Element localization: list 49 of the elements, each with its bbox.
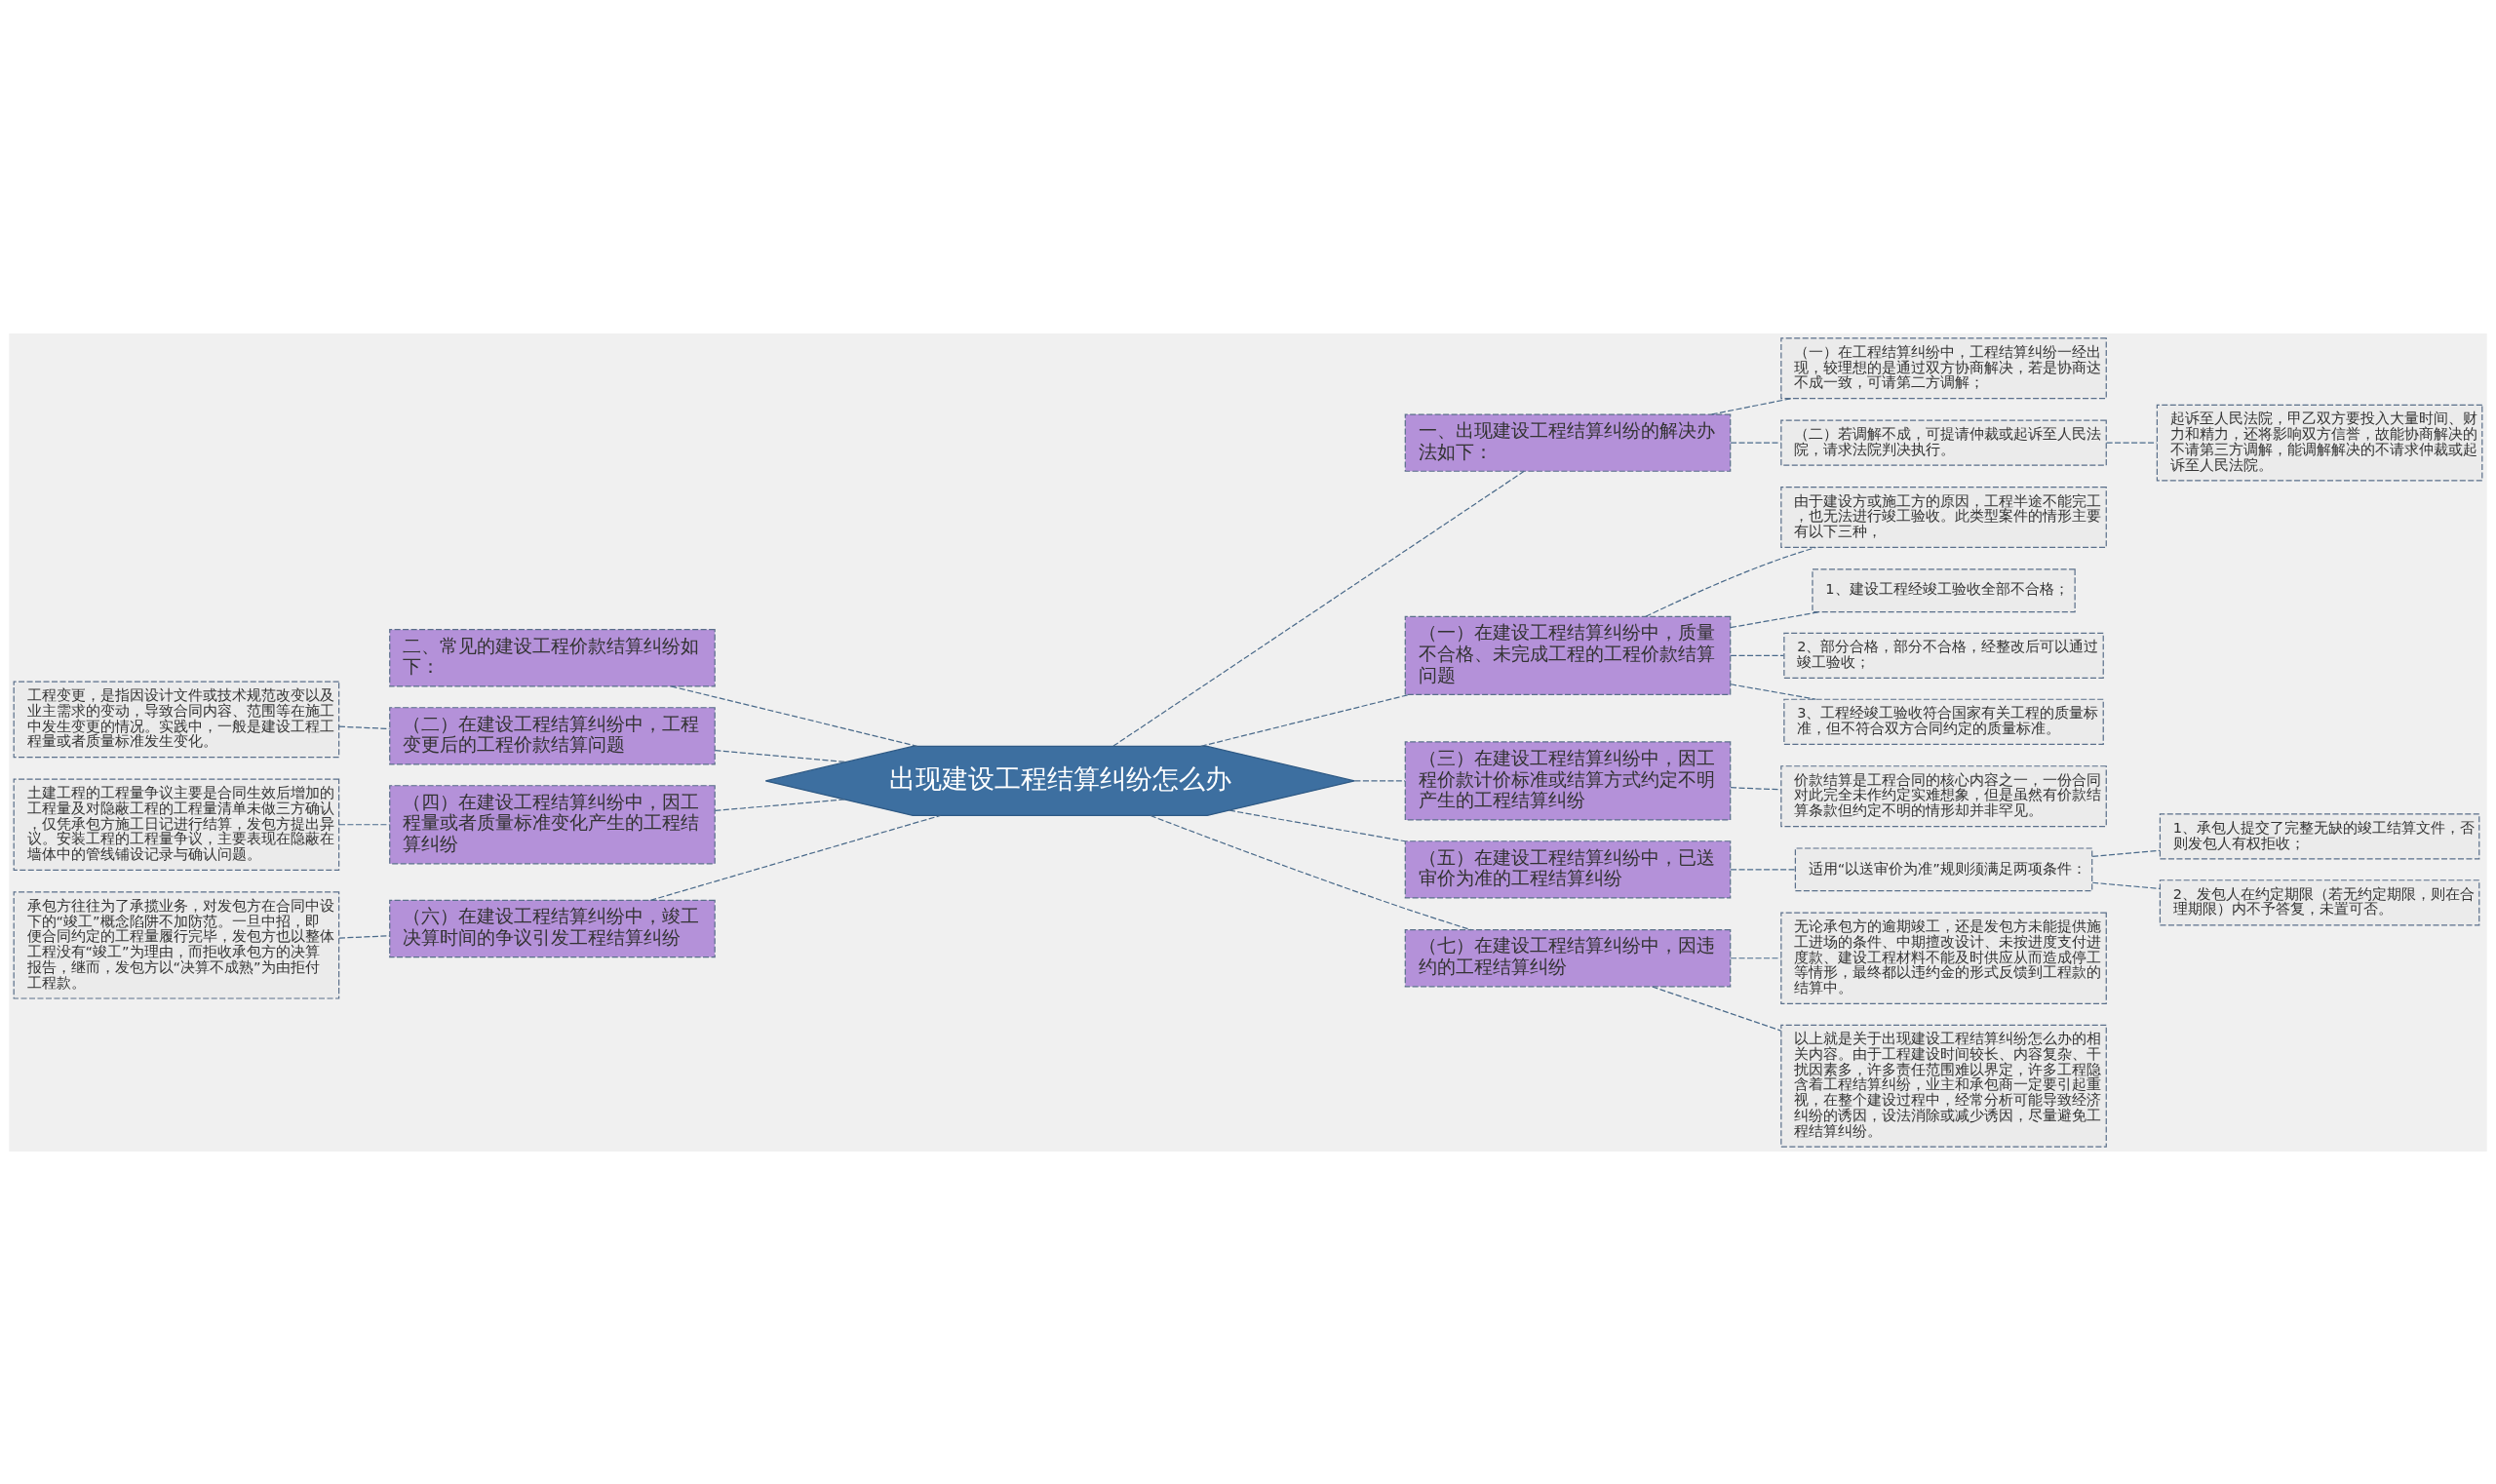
node-box: 2、发包人在约定期限（若无约定期限，则在合理期限）内不予答复，未置可否。 [2159,879,2480,925]
node-box: 以上就是关于出现建设工程结算纠纷怎么办的相关内容。由于工程建设时间较长、内容复杂、干扰因素多，许多责任范围难以界定，许多工程隐含着工程结算纠纷，业主和承包商一定要引起重视，在整个建设过程中，经常分析可能导致经济纠纷的诱因，设法消除或减少诱因，尽量避免工程结算纠纷。 [1780,1024,2107,1148]
connector [1112,470,1525,747]
node-box: （一）在工程结算纠纷中，工程结算纠纷一经出现，较理想的是通过双方协商解决，若是协商达不成一致，可请第二方调解； [1780,336,2107,399]
connector [2106,442,2158,444]
connector [2091,881,2161,889]
connector [1150,814,1472,930]
node-box: 2、部分合格，部分不合格，经整改后可以通过竣工验收； [1783,632,2104,679]
connector [1228,809,1406,841]
node-box: 适用“以送审价为准”规则须满足两项条件： [1794,846,2093,891]
connector [338,725,391,729]
connector [1711,397,1792,415]
node-box: （六）在建设工程结算纠纷中，竣工决算时间的争议引发工程结算纠纷 [389,899,716,957]
connector [2091,849,2161,857]
node-box: （五）在建设工程结算纠纷中，已送审价为准的工程结算纠纷 [1404,840,1732,899]
node-box: 土建工程的工程量争议主要是合同生效后增加的工程量及对隐蔽工程的工程量清单未做三方确认，仅凭承包方施工日记进行结算，发包方提出异议。安装工程的工程量争议，主要表现在隐蔽在墙体中的管线铺设记录与确认问题。 [13,778,340,871]
node-box: 无论承包方的逾期竣工，还是发包方未能提供施工进场的条件、中期擅改设计、未按进度支付进度款、建设工程材料不能及时供应从而造成停工等情形，最终都以违约金的形式反馈到工程款的结算中。 [1780,912,2107,1004]
node-box: 工程变更，是指因设计文件或技术规范改变以及业主需求的变动，导致合同内容、范围等在施工中发生变更的情况。实践中，一般是建设工程工程量或者质量标准发生变化。 [13,680,340,758]
connector [338,934,391,939]
connector [1730,683,1816,700]
connector [1200,693,1410,747]
node-box: （七）在建设工程结算纠纷中，因违约的工程结算纠纷 [1404,928,1732,987]
node-box: （二）若调解不成，可提请仲裁或起诉至人民法院，请求法院判决执行。 [1780,419,2107,466]
node-box: 1、承包人提交了完整无缺的竣工结算文件，否则发包人有权拒收； [2159,812,2480,860]
connector [1730,442,1782,444]
connector [338,823,391,825]
connector [1730,610,1821,628]
connector [714,749,847,762]
node-box: 1、建设工程经竣工验收全部不合格； [1812,567,2076,612]
connector [1353,779,1406,781]
node-box: 3、工程经竣工验收符合国家有关工程的质量标准，但不符合双方合同约定的质量标准。 [1783,698,2104,745]
node-box: （三）在建设工程结算纠纷中，因工程价款计价标准或结算方式约定不明产生的工程结算纠纷 [1404,740,1732,820]
connector [1730,957,1782,958]
connector [1730,786,1782,790]
node-box: 承包方往往为了承揽业务，对发包方在合同中设下的“竣工”概念陷阱不加防范。一旦中招，即便合同约定的工程量履行完毕，发包方也以整体工程没有“竣工”为理由，而拒收承包方的决算报告，继而，发包方以“决算不成熟”为由拒付工程款。 [13,890,340,999]
node-box: （一）在建设工程结算纠纷中，质量不合格、未完成工程的工程价款结算问题 [1404,615,1732,695]
node-box: 二、常见的建设工程价款结算纠纷如下： [389,628,716,686]
node-box: 起诉至人民法院，甲乙双方要投入大量时间、财力和精力，还将影响双方信誉，故能协商解决的不请第三方调解，能调解解决的不请求仲裁或起诉至人民法院。 [2156,404,2483,482]
connector [714,798,845,811]
connector [1652,985,1782,1032]
connector [1645,546,1817,617]
connector [649,814,941,901]
node-box: 一、出现建设工程结算纠纷的解决办法如下： [1404,412,1732,472]
node-box: （二）在建设工程结算纠纷中，工程变更后的工程价款结算问题 [389,706,716,765]
node-box: 由于建设方或施工方的原因，工程半途不能完工，也无法进行竣工验收。此类型案件的情形主要有以下三种， [1780,486,2107,548]
node-box: 价款结算是工程合同的核心内容之一，一份合同对此完全未作约定实难想象，但是虽然有价款结算条款但约定不明的情形却并非罕见。 [1780,764,2107,827]
node-box: （四）在建设工程结算纠纷中，因工程量或者质量标准变化产生的工程结算纠纷 [389,784,716,864]
connector [1730,868,1796,870]
connector [1730,654,1784,656]
